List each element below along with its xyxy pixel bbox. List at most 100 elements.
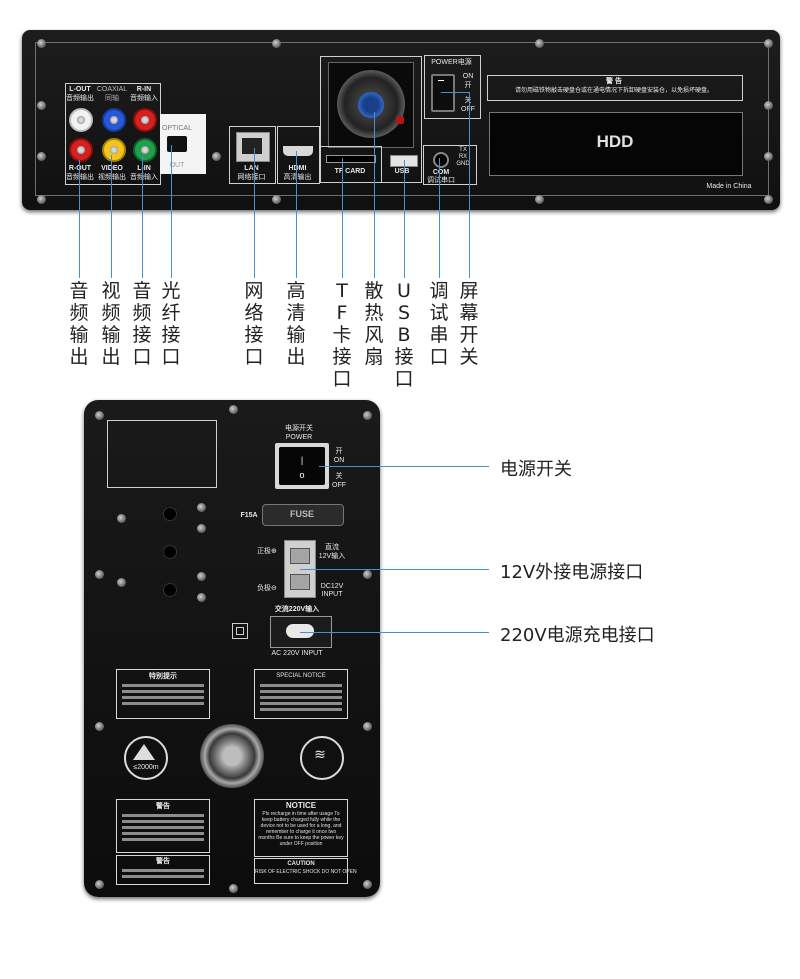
lin-cn-label: 音频输入 bbox=[130, 174, 158, 181]
tf-card-label: TF CARD bbox=[334, 168, 366, 175]
warning-title: 警 告 bbox=[606, 78, 622, 85]
screw-icon bbox=[535, 195, 544, 204]
screw-icon bbox=[95, 570, 104, 579]
audio-out-left-jack[interactable] bbox=[69, 108, 93, 132]
screen-on-label: ON bbox=[462, 73, 474, 80]
screw-icon bbox=[272, 195, 281, 204]
positive-label: 正极⊕ bbox=[257, 548, 277, 555]
hdd-bay[interactable] bbox=[489, 112, 743, 176]
rin-label: R-IN bbox=[136, 86, 152, 93]
callout-line bbox=[296, 151, 297, 278]
warning-box-2: 警告 bbox=[116, 855, 210, 885]
screw-icon bbox=[37, 101, 46, 110]
screw-icon bbox=[95, 411, 104, 420]
tx-label: TX bbox=[459, 147, 467, 153]
notice-box: NOTICE Pls recharge in time after usage … bbox=[254, 799, 348, 857]
power-off-label: OFF bbox=[332, 482, 346, 489]
power-switch-label: POWER bbox=[285, 434, 313, 441]
callout-screen-switch: 屏幕开关 bbox=[459, 280, 479, 368]
audio-out-right-jack[interactable] bbox=[69, 138, 93, 162]
com-port-group bbox=[423, 145, 477, 185]
warning-box-title: 警告 bbox=[156, 803, 170, 810]
lan-socket bbox=[242, 138, 262, 154]
video-out-jack[interactable] bbox=[102, 138, 126, 162]
lout-cn-label: 音频输出 bbox=[66, 95, 94, 102]
power-switch-cn-label: 电源开关 bbox=[285, 425, 313, 432]
power-off-cn-label: 关 bbox=[335, 473, 343, 480]
screen-power-label: POWER电源 bbox=[431, 59, 472, 66]
com-port[interactable] bbox=[433, 152, 449, 168]
callout-line bbox=[404, 160, 405, 278]
ground-terminal[interactable] bbox=[200, 724, 264, 788]
caution-text: RISK OF ELECTRIC SHOCK DO NOT OPEN bbox=[255, 869, 357, 875]
mount-hole bbox=[163, 583, 177, 597]
callout-dc-input: 12V外接电源接口 bbox=[500, 562, 644, 583]
screw-icon bbox=[95, 880, 104, 889]
switch-on-mark bbox=[438, 80, 444, 81]
lan-cn-label: 网络接口 bbox=[237, 174, 266, 181]
dc-cn-label: 直流 bbox=[325, 544, 339, 551]
optical-out-label: OUT bbox=[169, 162, 185, 169]
screw-icon bbox=[229, 884, 238, 893]
screw-icon bbox=[95, 722, 104, 731]
screw-icon bbox=[363, 570, 372, 579]
audio-in-right-jack[interactable] bbox=[133, 108, 157, 132]
screw-icon bbox=[764, 39, 773, 48]
com-cn-label: 调试串口 bbox=[427, 177, 455, 184]
video-cn-label: 视频输出 bbox=[98, 174, 126, 181]
coaxial-jack[interactable] bbox=[102, 108, 126, 132]
gnd-label: GND bbox=[456, 161, 470, 167]
callout-com: 调试串口 bbox=[429, 280, 449, 368]
callout-line bbox=[142, 155, 143, 278]
hdmi-cn-label: 高清输出 bbox=[283, 174, 312, 181]
double-insulation-icon bbox=[232, 623, 248, 639]
ac-cn-label: 交流220V输入 bbox=[274, 606, 320, 613]
screen-switch-group bbox=[424, 55, 481, 119]
blank-plate bbox=[107, 420, 217, 488]
warning-box: 警告 bbox=[116, 799, 210, 853]
altitude-icon bbox=[124, 736, 168, 780]
audio-in-left-jack[interactable] bbox=[133, 138, 157, 162]
dc-positive-terminal[interactable] bbox=[290, 548, 310, 564]
hdmi-port[interactable] bbox=[283, 146, 313, 156]
com-label: COM bbox=[432, 169, 450, 176]
rout-cn-label: 音频输出 bbox=[66, 174, 94, 181]
tf-card-slot[interactable] bbox=[326, 155, 376, 163]
screw-icon bbox=[37, 39, 46, 48]
lin-label: L-IN bbox=[137, 165, 151, 172]
mountain-icon bbox=[133, 744, 155, 760]
made-in-label: Made in China bbox=[706, 183, 752, 190]
screen-off-label: OFF bbox=[461, 106, 475, 113]
callout-hdmi: 高清输出 bbox=[286, 280, 306, 368]
fuse-holder[interactable] bbox=[262, 504, 344, 526]
optical-port[interactable] bbox=[167, 136, 187, 152]
special-tips-title: 特别提示 bbox=[149, 673, 177, 680]
callout-optical: 光纤接口 bbox=[161, 280, 181, 368]
screw-icon bbox=[764, 101, 773, 110]
callout-line bbox=[171, 145, 172, 278]
screw-icon bbox=[229, 405, 238, 414]
dc-label: DC12V bbox=[320, 583, 344, 590]
special-notice-box: SPECIAL NOTICE bbox=[254, 669, 348, 719]
dc-negative-terminal[interactable] bbox=[290, 574, 310, 590]
power-rocker-switch[interactable] bbox=[279, 447, 325, 485]
callout-line bbox=[441, 92, 470, 93]
tf-card-group bbox=[320, 146, 382, 183]
screw-icon bbox=[363, 722, 372, 731]
ac-socket bbox=[286, 624, 314, 638]
usb-label: USB bbox=[394, 168, 410, 175]
mount-hole bbox=[163, 507, 177, 521]
ac-input-label: AC 220V INPUT bbox=[271, 650, 323, 657]
rin-cn-label: 音频输入 bbox=[130, 95, 158, 102]
coaxial-cn-label: 同轴 bbox=[105, 95, 119, 102]
screw-icon bbox=[197, 593, 206, 602]
hdd-label: HDD bbox=[596, 132, 634, 151]
coaxial-label: COAXIAL bbox=[96, 86, 128, 93]
screw-icon bbox=[197, 572, 206, 581]
humidity-icon bbox=[300, 736, 344, 780]
special-tips-box: 特别提示 bbox=[116, 669, 210, 719]
callout-line bbox=[300, 569, 489, 570]
screw-icon bbox=[363, 411, 372, 420]
callout-line bbox=[374, 112, 375, 278]
mount-hole bbox=[163, 545, 177, 559]
